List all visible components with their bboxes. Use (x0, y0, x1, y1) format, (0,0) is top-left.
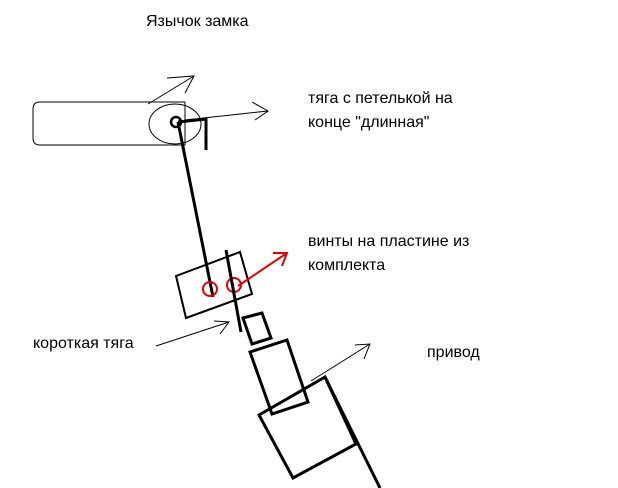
latch-eyelet-oval (148, 103, 202, 145)
latch-arrow (147, 75, 195, 105)
short-rod (224, 249, 243, 333)
latch-label: Язычок замка (146, 13, 249, 30)
short-rod-arrow (155, 320, 230, 347)
mounting-plate (174, 250, 254, 320)
latch-tongue (32, 101, 202, 146)
drive-rod-lower (323, 376, 382, 488)
drive-label: привод (427, 344, 480, 361)
short-rod-label: короткая тяга (33, 335, 134, 352)
drive-pin (241, 311, 273, 346)
long-rod-label-line2: конце "длинная" (308, 114, 430, 131)
drive-head (248, 338, 310, 416)
screw-left (202, 281, 218, 297)
drive-arrow (310, 343, 371, 382)
long-rod-arrow (184, 101, 269, 121)
drive-actuator (241, 311, 382, 488)
screws-label-line2: комплекта (308, 257, 386, 274)
drive-body (256, 374, 358, 481)
long-rod-label-line1: тяга с петелькой на (308, 90, 453, 107)
screws-label-line1: винты на пластине из (308, 233, 470, 250)
screws-arrow (237, 252, 289, 287)
long-rod (176, 117, 215, 298)
